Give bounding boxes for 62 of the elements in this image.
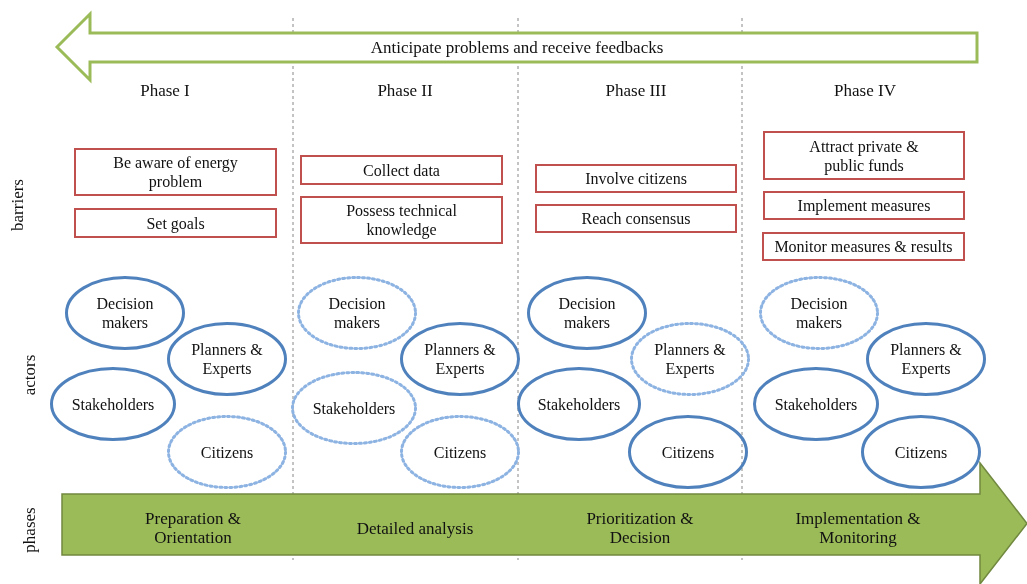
phase-heading: Phase II <box>377 81 433 101</box>
phase-heading: Phase III <box>605 81 667 101</box>
barrier-text: Be aware of energy problem <box>112 153 239 191</box>
phase-name: Prioritization & Decision <box>585 508 695 549</box>
barrier-box <box>74 148 277 196</box>
actor-name: Decision makers <box>789 294 849 332</box>
phase-heading: Phase I <box>140 81 190 101</box>
actor-ellipse <box>400 322 520 396</box>
actor-name: Decision makers <box>557 294 617 332</box>
actor-name: Stakeholders <box>312 398 396 418</box>
barrier-box <box>762 232 965 261</box>
actor-name: Stakeholders <box>774 394 858 414</box>
actor-ellipse <box>167 322 287 396</box>
actor-ellipse <box>753 367 879 441</box>
actor-ellipse <box>297 276 417 350</box>
actor-name: Planners & Experts <box>890 340 962 378</box>
actor-ellipse <box>50 367 176 441</box>
actor-ellipse <box>861 415 981 489</box>
barrier-text: Possess technical knowledge <box>345 201 458 239</box>
actor-ellipse <box>517 367 641 441</box>
phase-heading: Phase IV <box>834 81 896 101</box>
actor-ellipse <box>400 415 520 489</box>
row-label: phases <box>20 507 40 553</box>
barrier-box <box>300 196 503 244</box>
barrier-text: Monitor measures & results <box>774 237 953 256</box>
barrier-box <box>74 208 277 238</box>
barrier-box <box>300 155 503 185</box>
actor-name: Citizens <box>433 442 487 462</box>
row-label: barriers <box>8 179 28 231</box>
actor-ellipse <box>628 415 748 489</box>
actor-name: Citizens <box>661 442 715 462</box>
actor-ellipse <box>630 322 750 396</box>
barrier-box <box>763 131 965 180</box>
barrier-box <box>763 191 965 220</box>
barrier-text: Attract private & public funds <box>808 136 920 175</box>
phase-name: Implementation & Monitoring <box>794 508 922 549</box>
barrier-text: Reach consensus <box>581 209 691 228</box>
barrier-text: Collect data <box>363 160 440 180</box>
row-label: actors <box>20 354 40 396</box>
barrier-text: Set goals <box>146 213 205 233</box>
actor-ellipse <box>291 371 417 445</box>
actor-name: Stakeholders <box>537 394 621 414</box>
phase-name: Preparation & Orientation <box>144 508 242 549</box>
actor-ellipse <box>759 276 879 350</box>
actor-ellipse <box>65 276 185 350</box>
actor-name: Planners & Experts <box>191 340 263 378</box>
actor-name: Citizens <box>200 442 254 462</box>
barrier-box <box>535 164 737 193</box>
actor-name: Planners & Experts <box>654 340 726 378</box>
actor-name: Decision makers <box>327 294 387 332</box>
actor-ellipse <box>527 276 647 350</box>
actor-name: Decision makers <box>95 294 155 332</box>
phase-name: Detailed analysis <box>355 517 475 540</box>
actor-name: Planners & Experts <box>424 340 496 378</box>
barrier-text: Involve citizens <box>585 169 687 188</box>
actor-name: Stakeholders <box>71 394 155 414</box>
barrier-box <box>535 204 737 233</box>
barrier-text: Implement measures <box>797 196 931 215</box>
phases-arrow <box>62 463 1027 584</box>
actor-ellipse <box>866 322 986 396</box>
actor-ellipse <box>167 415 287 489</box>
actor-name: Citizens <box>894 442 948 462</box>
